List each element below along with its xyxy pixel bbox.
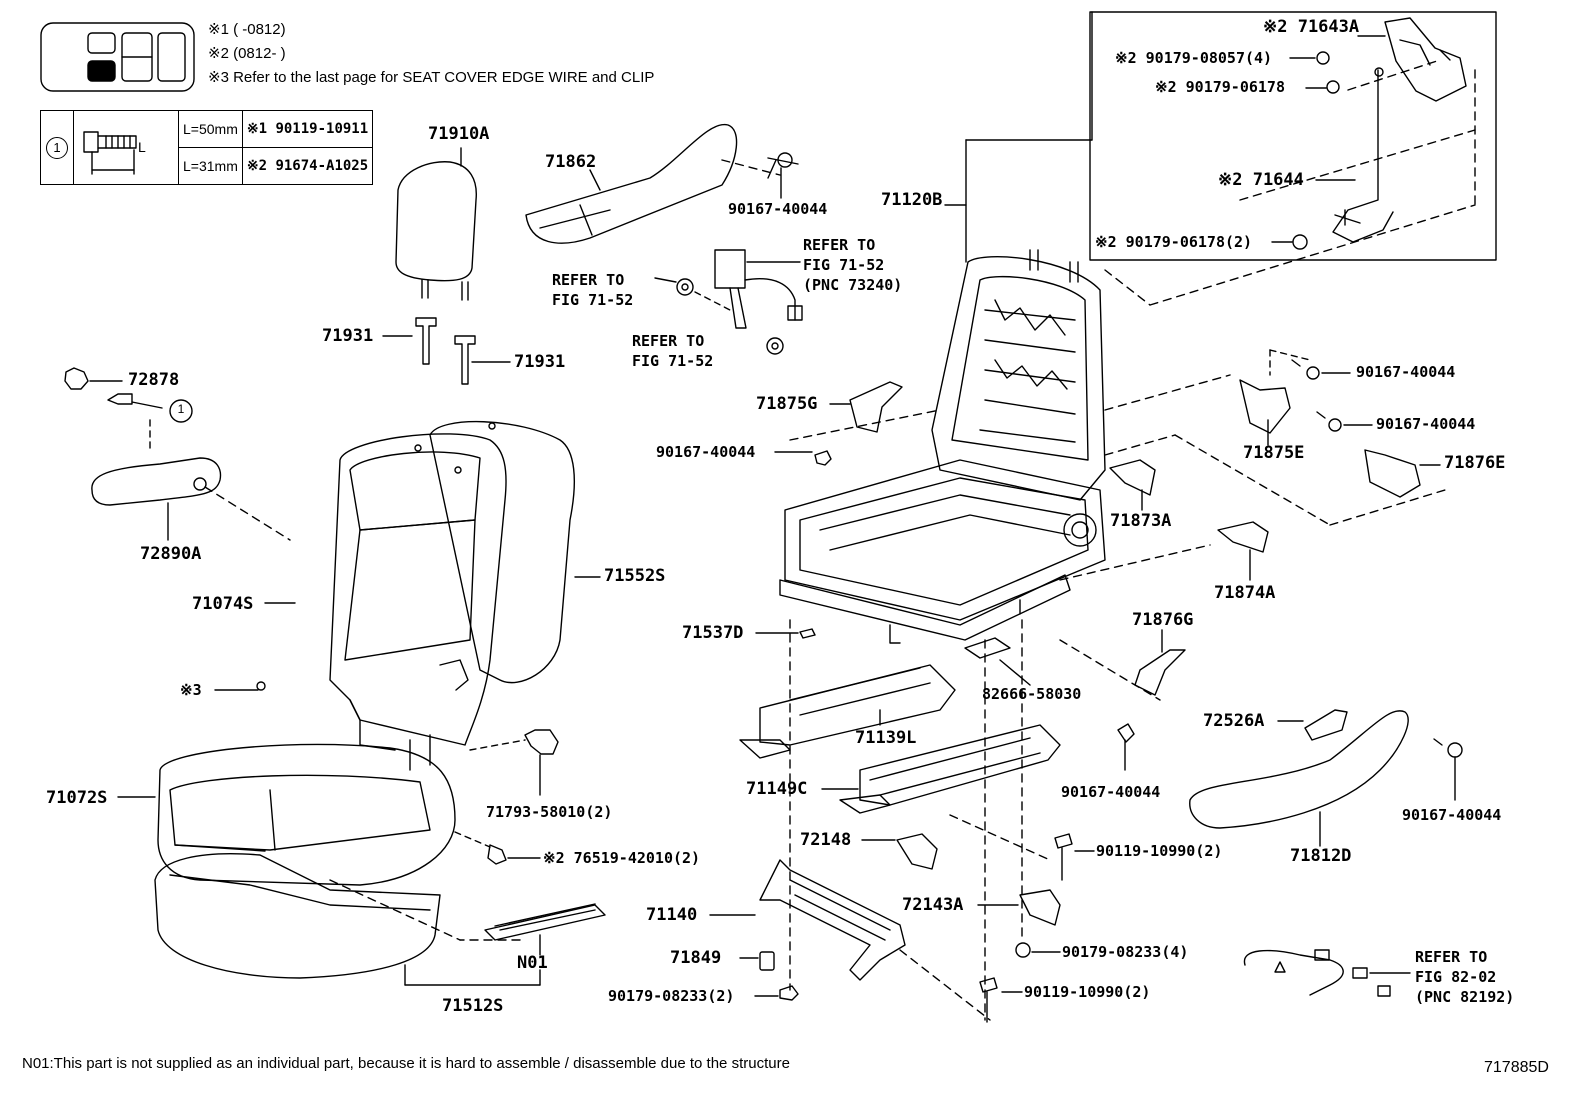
armrest-assembly (64, 367, 291, 541)
seatback-covers (264, 420, 601, 771)
bolt-part-1: ※1 90119-10911 (241, 110, 374, 148)
legend-note-1: ※1 ( -0812) (208, 21, 286, 38)
label-71512S: 71512S (442, 996, 504, 1016)
seat-hinge-cover (525, 124, 781, 244)
label-90167-r2: 90167-40044 (1376, 415, 1476, 433)
seat-frame (779, 11, 1476, 701)
refer-to-fig-82-02-pnc-82192: REFER TO FIG 82-02 (PNC 82192) (1415, 948, 1515, 1006)
bolt-length-1: L=50mm (178, 110, 243, 148)
label-71139L: 71139L (855, 728, 917, 748)
headrest (395, 147, 477, 301)
label-72526A: 72526A (1203, 711, 1265, 731)
label-71862: 71862 (545, 152, 597, 172)
bolt-marker-cell: 1 (40, 110, 74, 185)
label-90167-r4: 90167-40044 (1402, 806, 1502, 824)
label-71793-58010: 71793-58010(2) (486, 803, 613, 821)
label-90179-08233-a: 90179-08233(4) (1062, 943, 1189, 961)
label-71910A: 71910A (428, 124, 490, 144)
label-90179-08233-b: 90179-08233(2) (608, 987, 735, 1005)
footer-note: N01:This part is not supplied as an indi… (22, 1055, 790, 1072)
seat-rails (739, 619, 1061, 1021)
dimension-label: L (138, 139, 146, 155)
label-90119-10990-a: 90119-10990(2) (1096, 842, 1223, 860)
label-71120B: 71120B (881, 190, 943, 210)
refer-to-fig-71-52-pnc-73240: REFER TO FIG 71-52 (PNC 73240) (803, 236, 903, 294)
label-71552S: 71552S (604, 566, 666, 586)
bolt-spec-table: 1 L L=50mm ※1 90119-10911 L=31mm ※2 9167… (40, 110, 374, 185)
pad-N01 (404, 903, 606, 986)
label-72878: 72878 (128, 370, 180, 390)
bolt-part-2: ※2 91674-A1025 (241, 147, 374, 185)
label-72143A: 72143A (902, 895, 964, 915)
label-72890A: 72890A (140, 544, 202, 564)
label-71812D: 71812D (1290, 846, 1352, 866)
headrest-guides (382, 317, 511, 385)
label-90167-r3: 90167-40044 (1061, 783, 1161, 801)
bolt-image-cell: L (73, 110, 179, 185)
label-71876G: 71876G (1132, 610, 1194, 630)
label-90179-08057: ※2 90179-08057(4) (1115, 49, 1273, 67)
label-76519-42010: ※2 76519-42010(2) (543, 849, 701, 867)
label-71849: 71849 (670, 948, 722, 968)
label-90179-06178-a: ※2 90179-06178 (1155, 78, 1285, 96)
side-covers (1189, 709, 1463, 847)
clip-71793 (469, 729, 559, 796)
lower-bracket (709, 814, 1061, 1021)
bolts-lower (979, 723, 1135, 1023)
label-71873A: 71873A (1110, 511, 1172, 531)
label-71072S: 71072S (46, 788, 108, 808)
label-N01: N01 (517, 953, 548, 973)
label-71140: 71140 (646, 905, 698, 925)
refer-to-fig-71-52-b: REFER TO FIG 71-52 (632, 332, 714, 370)
legend-note-2: ※2 (0812- ) (208, 45, 286, 62)
label-71876E: 71876E (1444, 453, 1506, 473)
bolt-length-2: L=31mm (178, 147, 243, 185)
label-71931-b: 71931 (514, 352, 566, 372)
label-71537D: 71537D (682, 623, 744, 643)
screw-90167-top (767, 152, 799, 199)
label-90167-r1: 90167-40044 (1356, 363, 1456, 381)
label-71074S: 71074S (192, 594, 254, 614)
label-90119-10990-b: 90119-10990(2) (1024, 983, 1151, 1001)
wire-harness (1243, 949, 1411, 997)
seat-belt-buckle (654, 249, 803, 355)
seat-cushion-cover (117, 743, 541, 979)
label-90167-top: 90167-40044 (728, 200, 828, 218)
label-82666-58030: 82666-58030 (982, 685, 1082, 703)
label-71643A: ※2 71643A (1263, 17, 1360, 37)
circled-marker-bolt: 1 (177, 402, 185, 416)
label-71875E: 71875E (1243, 443, 1305, 463)
label-71931-a: 71931 (322, 326, 374, 346)
label-72148: 72148 (800, 830, 852, 850)
legend-note-3: ※3 Refer to the last page for SEAT COVER… (208, 69, 655, 86)
label-71875G: 71875G (756, 394, 818, 414)
recliner-inset-box (1089, 11, 1497, 261)
bracket-71875G (774, 381, 941, 466)
label-71644: ※2 71644 (1218, 170, 1304, 190)
label-71874A: 71874A (1214, 583, 1276, 603)
seat-position-key (40, 22, 195, 92)
refer-to-fig-71-52-a: REFER TO FIG 71-52 (552, 271, 634, 309)
clip-ref-3 (214, 681, 266, 691)
figure-id: 717885D (1484, 1059, 1549, 1076)
brackets-right (1109, 349, 1441, 696)
label-ref-3: ※3 (180, 681, 202, 699)
label-90167-mid: 90167-40044 (656, 443, 756, 461)
label-90179-06178-b: ※2 90179-06178(2) (1095, 233, 1253, 251)
label-71149C: 71149C (746, 779, 808, 799)
circled-marker: 1 (46, 136, 68, 159)
